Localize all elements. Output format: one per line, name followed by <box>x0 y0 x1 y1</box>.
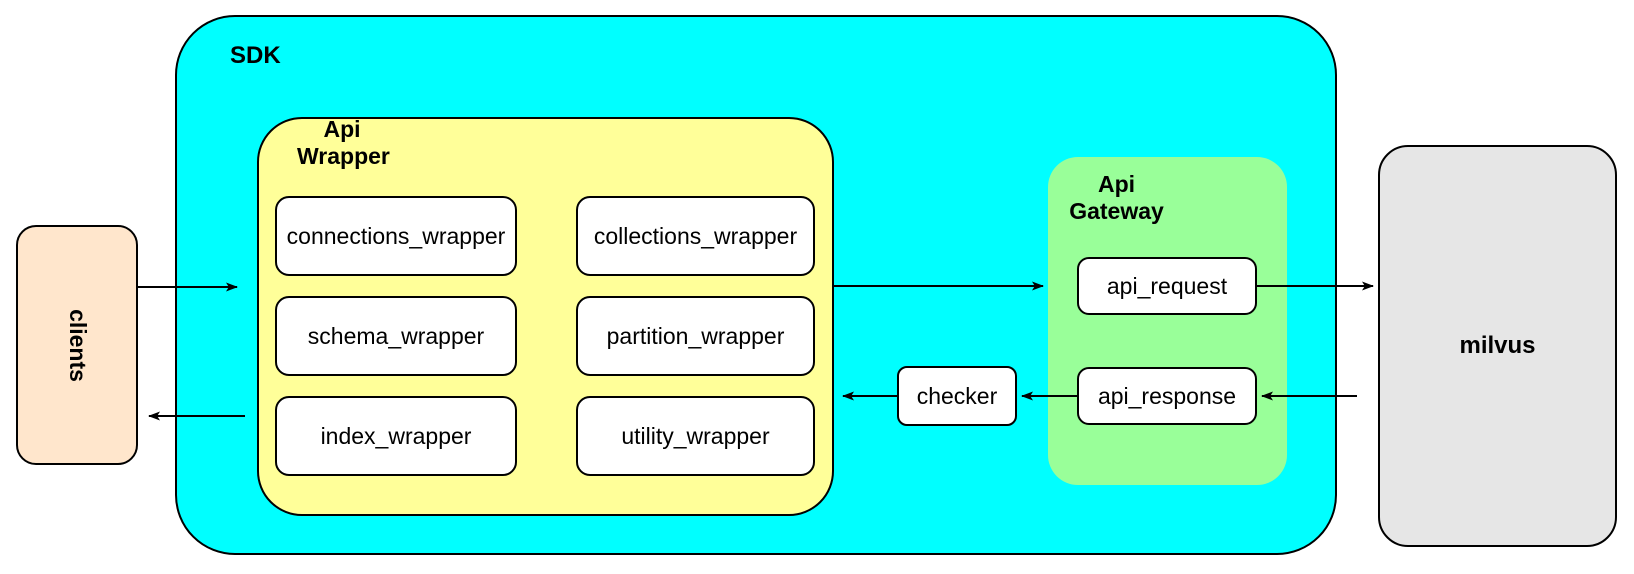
api-response-label: api_response <box>1097 382 1237 409</box>
schema-wrapper-box: schema_wrapper <box>275 296 517 376</box>
api-request-box: api_request <box>1077 257 1257 315</box>
partition-wrapper-box: partition_wrapper <box>576 296 815 376</box>
api-wrapper-container: Api Wrapper connections_wrapper schema_w… <box>257 116 834 516</box>
clients-box: clients <box>16 225 138 465</box>
api-response-box: api_response <box>1077 367 1257 425</box>
connections-wrapper-label: connections_wrapper <box>286 222 506 249</box>
partition-wrapper-label: partition_wrapper <box>606 322 785 349</box>
utility-wrapper-label: utility_wrapper <box>621 422 770 449</box>
utility-wrapper-box: utility_wrapper <box>576 396 815 476</box>
checker-box: checker <box>897 366 1017 426</box>
api-gateway-label: Api Gateway <box>1069 171 1164 224</box>
milvus-box: milvus <box>1378 145 1617 547</box>
schema-wrapper-label: schema_wrapper <box>307 322 485 349</box>
api-wrapper-label: Api Wrapper <box>297 116 390 169</box>
collections-wrapper-label: collections_wrapper <box>593 222 798 249</box>
connections-wrapper-box: connections_wrapper <box>275 196 517 276</box>
api-request-label: api_request <box>1106 272 1228 299</box>
index-wrapper-label: index_wrapper <box>320 422 472 449</box>
collections-wrapper-box: collections_wrapper <box>576 196 815 276</box>
milvus-label: milvus <box>1459 332 1536 359</box>
sdk-label: SDK <box>230 42 281 69</box>
api-gateway-container: Api Gateway api_request api_response <box>1048 157 1287 485</box>
checker-label: checker <box>916 382 998 409</box>
index-wrapper-box: index_wrapper <box>275 396 517 476</box>
clients-label: clients <box>64 308 91 382</box>
sdk-container: SDK Api Wrapper connections_wrapper sche… <box>175 15 1337 555</box>
